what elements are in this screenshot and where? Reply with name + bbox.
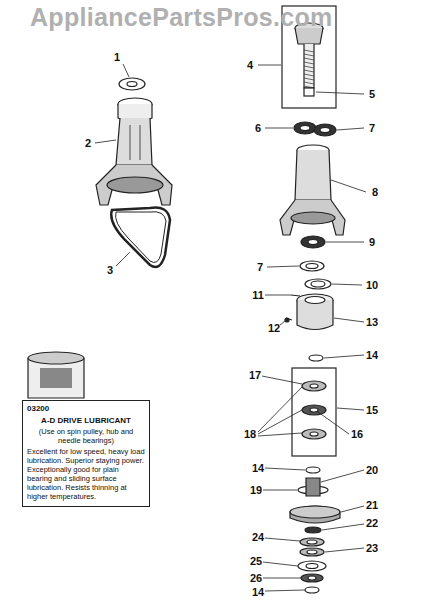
callout-number: 14: [366, 350, 378, 361]
callout-number: 19: [250, 485, 262, 496]
lubricant-label: 03200A-D DRIVE LUBRICANT(Use on spin pul…: [22, 400, 150, 507]
callout-number: 7: [369, 123, 375, 134]
callout-number: 5: [369, 89, 375, 100]
callout-number: 17: [249, 370, 261, 381]
callout-number: 7: [257, 262, 263, 273]
callout-number: 21: [366, 500, 378, 511]
callout-number: 25: [250, 556, 262, 567]
callout-number: 9: [369, 237, 375, 248]
callout-number: 12: [268, 323, 280, 334]
callout-number: 14: [252, 463, 264, 474]
part-number: 03200: [27, 404, 145, 414]
callout-number: 2: [85, 138, 91, 149]
callout-number: 13: [366, 317, 378, 328]
callout-number: 3: [107, 265, 113, 276]
callout-number: 6: [255, 123, 261, 134]
label-text: Excellent for low speed, heavy load lubr…: [27, 447, 145, 501]
callout-number: 20: [366, 465, 378, 476]
callout-number: 26: [250, 573, 262, 584]
callout-number: 16: [351, 429, 363, 440]
callout-number: 8: [372, 187, 378, 198]
callout-number: 11: [252, 290, 264, 301]
callout-number: 14: [252, 587, 264, 598]
callout-number: 1: [114, 52, 120, 63]
label-text: A-D DRIVE LUBRICANT: [27, 416, 145, 426]
callout-number: 24: [252, 532, 264, 543]
callout-number: 15: [366, 405, 378, 416]
label-text: (Use on spin pulley, hub and needle bear…: [27, 427, 145, 445]
callout-number: 10: [366, 280, 378, 291]
watermark: AppliancePartsPros.com: [30, 5, 333, 30]
callout-number: 4: [247, 60, 253, 71]
callout-number: 18: [244, 429, 256, 440]
callout-number: 23: [366, 543, 378, 554]
callout-number: 22: [366, 518, 378, 529]
